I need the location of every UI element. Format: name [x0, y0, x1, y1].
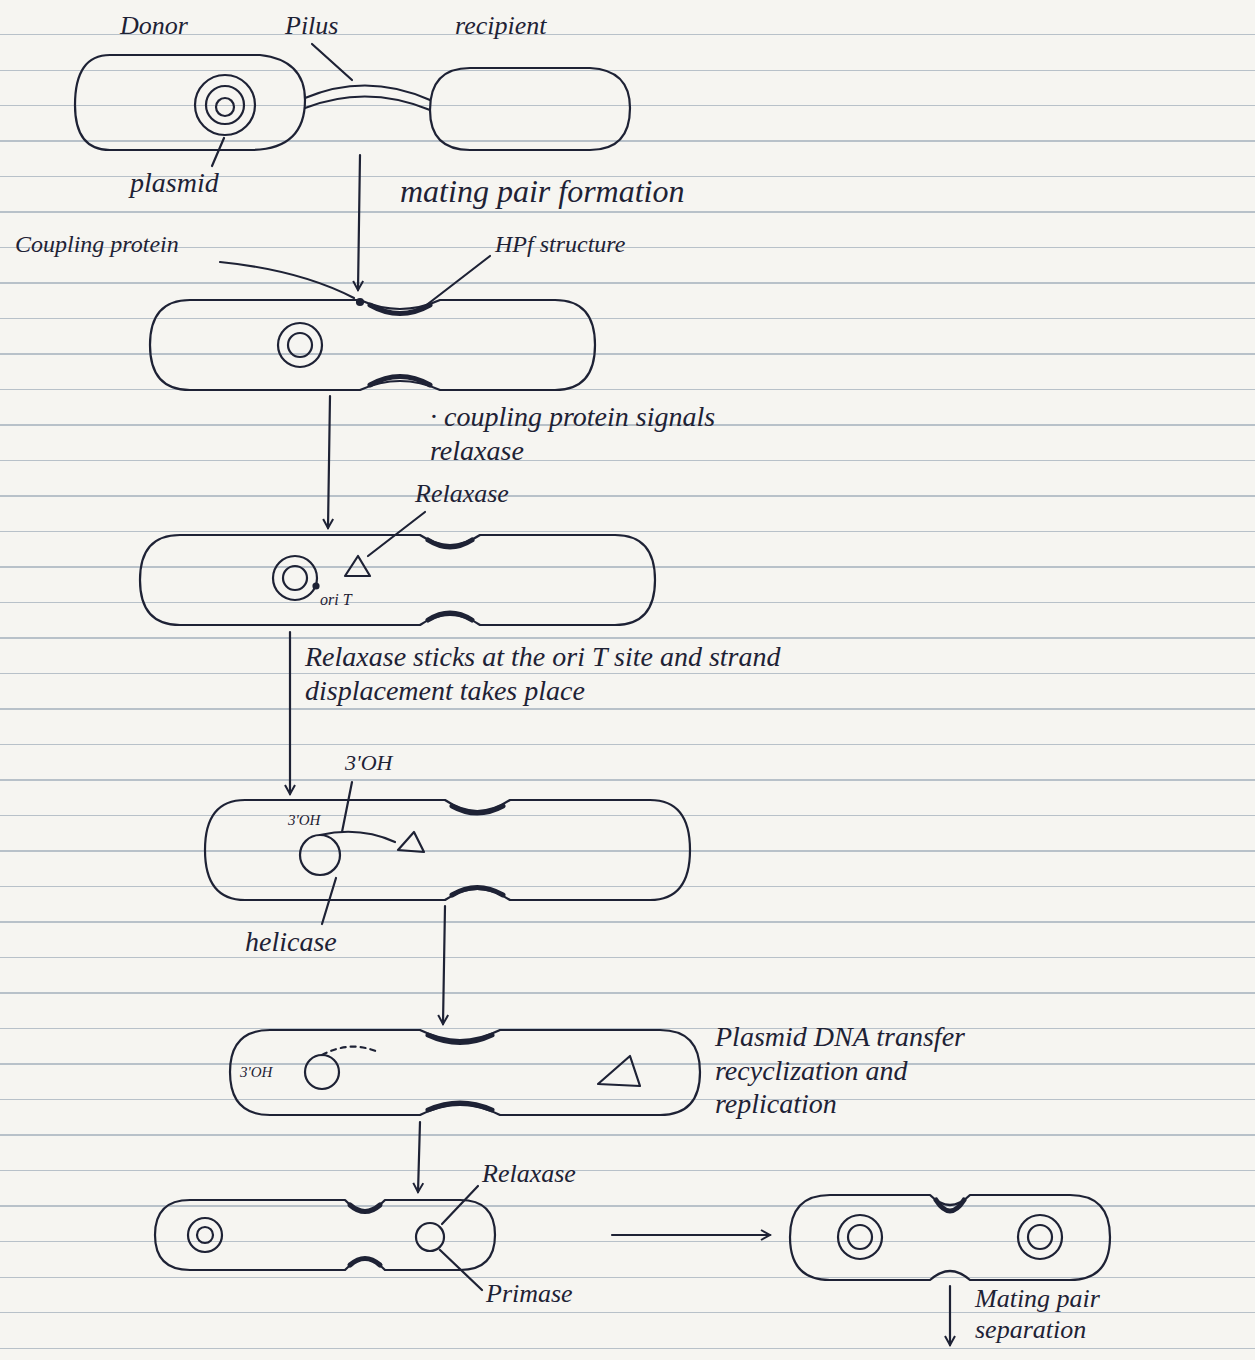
hpf-mark — [452, 888, 503, 896]
mating-pair — [155, 1200, 495, 1270]
leader-line — [322, 878, 336, 924]
leader-line — [368, 512, 425, 556]
hpf-mark — [428, 1035, 492, 1043]
end-label: 3'OH — [288, 811, 320, 829]
plasmid-circle — [838, 1215, 882, 1259]
plasmid-circle — [206, 86, 244, 124]
hpf-mark — [936, 1200, 964, 1211]
part-label: HPf structure — [495, 230, 625, 259]
recipient-cell — [430, 68, 630, 150]
hpf-mark — [428, 540, 472, 547]
plasmid-circle — [300, 835, 340, 875]
plasmid-circle — [1018, 1215, 1062, 1259]
displaced-strand — [320, 832, 395, 842]
donor-cell — [75, 55, 305, 150]
leader-line — [312, 44, 352, 80]
leader-line — [440, 1250, 482, 1290]
step-note: Relaxase sticks at the ori T site and st… — [305, 640, 825, 707]
part-label: Coupling protein — [15, 230, 179, 259]
mating-pair — [150, 300, 595, 390]
plasmid-circle — [216, 98, 234, 116]
site-label: ori T — [320, 590, 352, 609]
relaxase-triangle — [398, 832, 424, 852]
cell-label: Donor — [120, 10, 188, 41]
hpf-mark — [428, 1103, 492, 1110]
step-arrow — [358, 155, 360, 290]
leader-line — [212, 138, 224, 166]
end-label: 3'OH — [240, 1063, 272, 1081]
hpf-mark — [350, 1259, 380, 1266]
part-label: helicase — [245, 925, 337, 959]
end-label: 3'OH — [345, 750, 392, 776]
part-label: Relaxase — [415, 478, 509, 509]
pilus — [305, 96, 430, 110]
relaxase-triangle — [345, 556, 370, 576]
plasmid-circle — [278, 323, 322, 367]
step-arrow — [949, 1286, 951, 1345]
cell-label: recipient — [455, 10, 546, 41]
plasmid-circle — [305, 1055, 339, 1089]
plasmid-circle — [848, 1225, 872, 1249]
hpf-mark — [350, 1205, 380, 1212]
plasmid-circle — [273, 556, 317, 600]
part-label: Pilus — [285, 10, 338, 41]
pilus — [305, 85, 430, 100]
transferred-strand — [322, 1047, 378, 1055]
leader-line — [420, 256, 490, 310]
relaxase-triangle — [598, 1056, 640, 1086]
step-note: · coupling protein signals relaxase — [430, 400, 720, 467]
leader-line — [220, 262, 354, 298]
step-arrow — [328, 396, 330, 528]
plasmid-circle — [288, 333, 312, 357]
plasmid-circle — [283, 566, 307, 590]
hpf-mark — [452, 806, 503, 813]
orit-dot — [314, 584, 319, 589]
step-note: Mating pair separation — [975, 1283, 1215, 1345]
step-note: mating pair formation — [400, 172, 684, 210]
coupling-protein-dot — [357, 299, 363, 305]
plasmid-circle — [416, 1223, 444, 1251]
plasmid-circle — [188, 1218, 222, 1252]
mating-pair — [790, 1195, 1110, 1280]
plasmid-circle — [197, 1227, 213, 1243]
step-arrow — [418, 1122, 420, 1192]
mating-pair — [230, 1030, 700, 1115]
part-label: Primase — [486, 1278, 573, 1309]
step-note: Plasmid DNA transfer recyclization and r… — [715, 1020, 1005, 1121]
plasmid-circle — [1028, 1225, 1052, 1249]
part-label: plasmid — [130, 166, 219, 200]
hpf-mark — [370, 377, 430, 386]
step-arrow — [289, 632, 291, 794]
leader-line — [342, 782, 352, 832]
hpf-mark — [428, 613, 472, 620]
step-arrow — [443, 906, 445, 1024]
leader-line — [442, 1186, 478, 1224]
plasmid-circle — [195, 75, 255, 135]
part-label: Relaxase — [482, 1158, 576, 1189]
mating-pair — [205, 800, 690, 900]
mating-pair — [140, 535, 655, 625]
step-arrow — [612, 1234, 770, 1236]
